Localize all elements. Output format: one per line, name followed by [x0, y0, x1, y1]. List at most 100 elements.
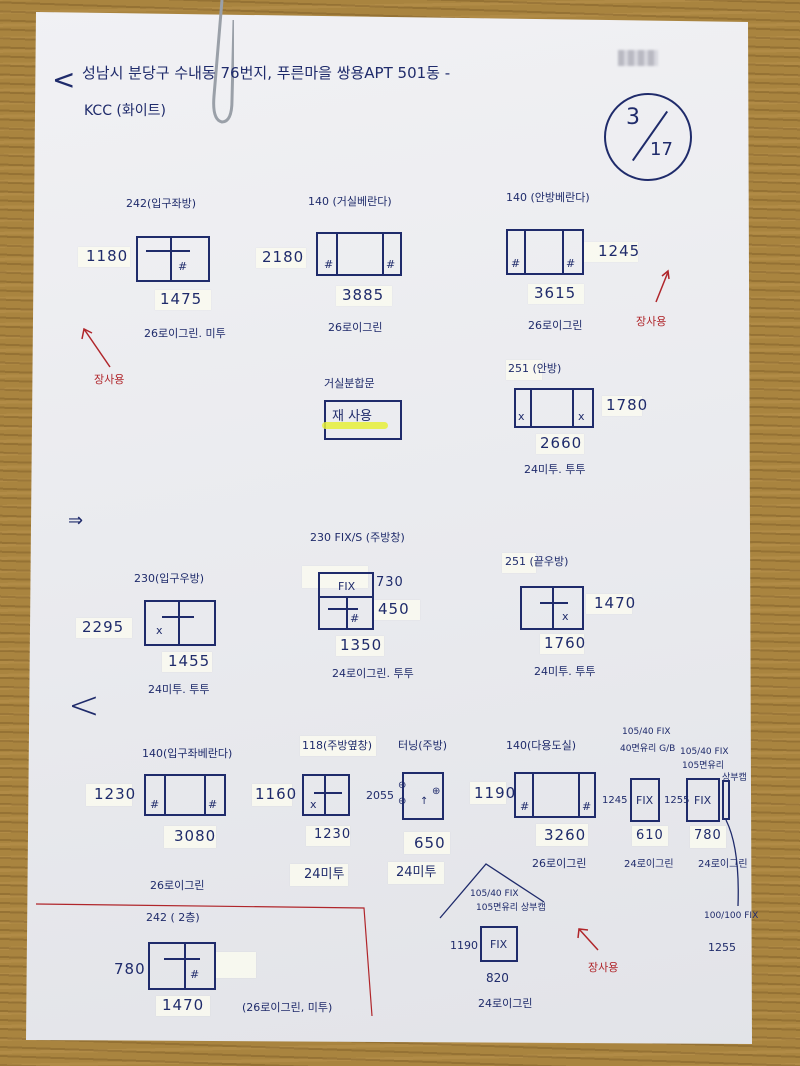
window-height: 1245 — [602, 795, 628, 806]
window-location: 105면유리 — [682, 761, 725, 771]
page-counter-circle: 3 17 — [604, 93, 692, 181]
tape — [632, 826, 668, 846]
window-label: 251 (안방) — [508, 362, 562, 375]
window-height: 1245 — [598, 242, 641, 260]
window-spec: 24미투 — [304, 867, 345, 882]
chevron-left-icon: < — [52, 63, 76, 96]
window-spec: 26로이그린. 미투 — [144, 327, 226, 340]
tape — [602, 396, 642, 416]
window-width: 3080 — [174, 827, 217, 845]
window-label: 140(다용도실) — [506, 739, 577, 752]
window-label: 터닝(주방) — [398, 739, 448, 752]
cap-drawing — [722, 780, 730, 820]
window-height-top: 730 — [376, 575, 404, 590]
tape — [374, 600, 420, 620]
window-label: 140(입구좌베란다) — [142, 747, 233, 760]
window-height: 780 — [114, 960, 146, 978]
redacted-unit — [618, 50, 658, 66]
tape — [506, 360, 542, 380]
red-note: 장사용 — [94, 373, 125, 386]
tape — [156, 996, 210, 1016]
page-total: 17 — [650, 139, 673, 160]
window-spec: 26로이그린 — [150, 879, 205, 892]
window-spec: 26로이그린 — [528, 319, 583, 332]
tape — [216, 952, 256, 978]
cap-note: 상부캡 — [722, 773, 747, 783]
window-height: 1190 — [474, 784, 517, 802]
red-border — [35, 903, 373, 1017]
door-drawing — [324, 400, 402, 440]
window-height: 2295 — [82, 618, 125, 636]
window-height: 2180 — [262, 248, 305, 266]
window-spec: 26로이그린 — [328, 321, 383, 334]
window-drawing: x — [144, 600, 216, 646]
tape — [162, 652, 212, 672]
tape — [470, 782, 506, 804]
window-drawing: # — [148, 942, 216, 990]
window-spec: 24로이그린 — [624, 859, 674, 870]
window-label: 251 (끝우방) — [505, 555, 569, 568]
tape — [336, 636, 384, 656]
tape — [300, 736, 376, 756]
red-note: 장사용 — [636, 315, 667, 328]
arrow-right-icon: ⇒ — [68, 510, 84, 531]
tape — [404, 832, 450, 854]
window-drawing: ⊖ ⊖ ⊕ ↑ — [398, 772, 444, 820]
window-width: 3615 — [534, 284, 577, 302]
window-drawing: # # — [316, 232, 402, 276]
window-label: 118(주방옆창) — [302, 739, 373, 752]
tape — [388, 862, 444, 884]
red-arrow-icon — [577, 928, 599, 951]
window-width: 1230 — [314, 827, 352, 842]
window-drawing: FIX — [686, 778, 720, 822]
window-drawing: # # — [144, 774, 226, 816]
window-width: 780 — [694, 828, 722, 843]
window-width: 820 — [486, 971, 509, 985]
window-label: 230 FIX/S (주방창) — [310, 531, 405, 544]
window-label: 242(입구좌방) — [126, 197, 197, 210]
red-arrow-icon — [655, 269, 670, 303]
window-label: 105/40 FIX — [622, 727, 671, 737]
tape — [252, 784, 292, 806]
leader-line — [725, 819, 739, 907]
window-drawing: x — [520, 586, 584, 630]
window-height: 1780 — [606, 396, 649, 414]
window-drawing: FIX — [480, 926, 518, 962]
window-spec: 24미투 — [396, 865, 437, 880]
window-label: 105/40 FIX — [680, 747, 729, 757]
window-width: 610 — [636, 828, 664, 843]
window-label: 140 (안방베란다) — [506, 191, 590, 204]
tape — [540, 634, 584, 654]
window-height: 1160 — [255, 785, 298, 803]
tape — [536, 434, 584, 454]
tape — [78, 247, 130, 267]
paperclip-icon — [212, 0, 234, 124]
tape — [536, 824, 588, 846]
window-drawing: FIX — [630, 778, 660, 822]
tape — [290, 864, 348, 886]
tape — [336, 286, 392, 306]
reuse-note: 재 사용 — [332, 409, 373, 424]
window-width: 1350 — [340, 636, 383, 654]
tape — [586, 594, 632, 614]
window-height: 1255 — [664, 795, 690, 806]
window-spec: 24미투. 투투 — [524, 463, 586, 476]
window-width: 3260 — [544, 826, 587, 844]
window-spec: 24로이그린 — [698, 859, 748, 870]
tape — [584, 242, 638, 262]
yellow-highlight — [322, 422, 388, 429]
tape — [76, 618, 132, 638]
window-width: 2660 — [540, 434, 583, 452]
tape — [528, 284, 584, 304]
window-drawing: # — [136, 236, 210, 282]
window-drawing: # # — [514, 772, 596, 818]
window-height: 1190 — [450, 939, 478, 952]
window-width: 3885 — [342, 286, 385, 304]
red-note: 장사용 — [588, 961, 619, 974]
tape — [256, 248, 306, 268]
tape — [690, 826, 726, 848]
window-drawing: x — [302, 774, 350, 816]
window-height: 1180 — [86, 247, 129, 265]
window-drawing: x x — [514, 388, 594, 428]
window-width: 1475 — [160, 290, 203, 308]
